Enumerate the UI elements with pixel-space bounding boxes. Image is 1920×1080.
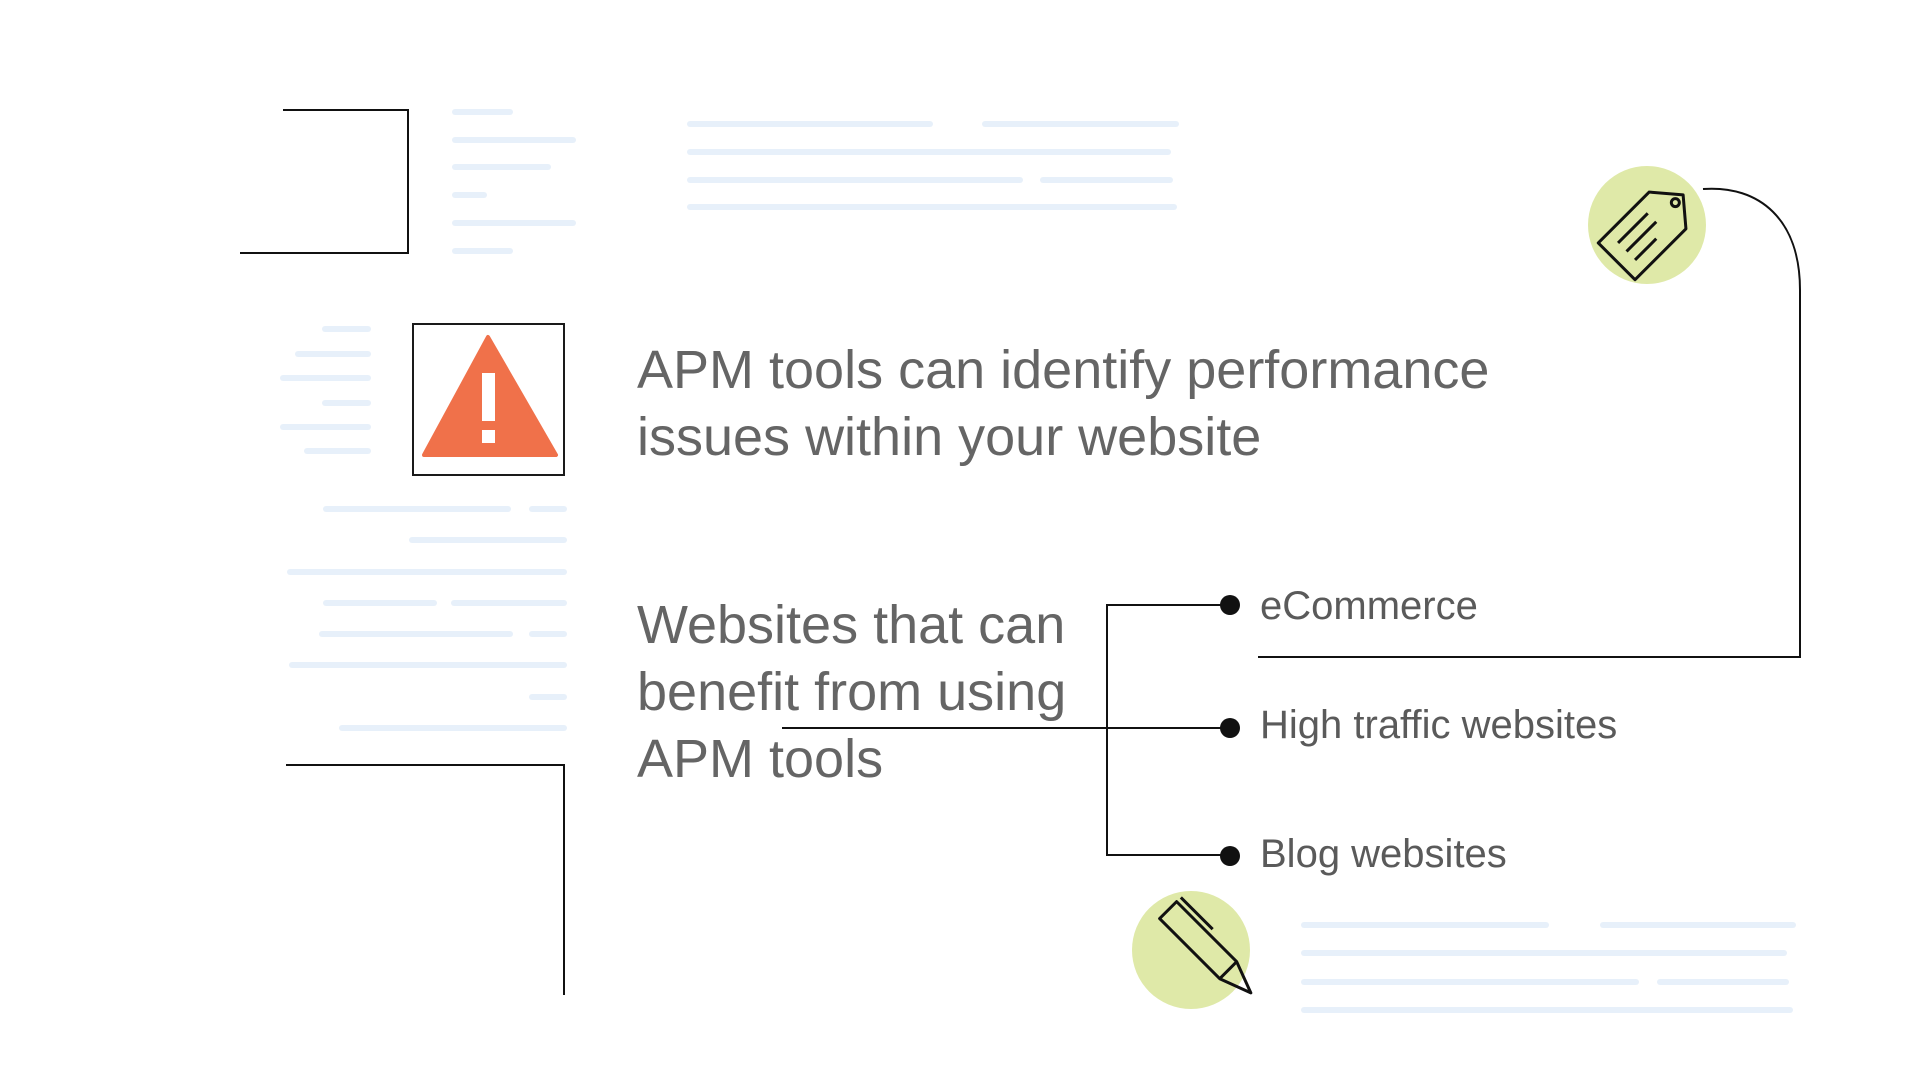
bullet-dot-blog xyxy=(1220,846,1240,866)
pen-badge xyxy=(1132,891,1253,1009)
warning-icon-box xyxy=(412,323,565,476)
bullet-dot-high-traffic xyxy=(1220,718,1240,738)
bullet-dot-ecommerce xyxy=(1220,595,1240,615)
bracket-connector xyxy=(782,604,1230,856)
website-type-blog: Blog websites xyxy=(1260,832,1507,876)
headline: APM tools can identify performance issue… xyxy=(637,340,1490,467)
tag-badge xyxy=(1588,166,1706,284)
price-tag-icon xyxy=(1596,190,1688,282)
placeholder-text-lines xyxy=(280,109,1796,1013)
tag-connector-line xyxy=(1258,187,1801,658)
website-type-ecommerce: eCommerce xyxy=(1260,584,1478,628)
pen-icon xyxy=(1158,896,1253,995)
website-type-high-traffic: High traffic websites xyxy=(1260,703,1618,747)
bullet-dots xyxy=(1220,595,1240,866)
warning-triangle-icon xyxy=(422,335,558,457)
subheading: Websites that can benefit from using APM… xyxy=(637,595,1067,789)
corner-frame-lines xyxy=(240,109,565,995)
